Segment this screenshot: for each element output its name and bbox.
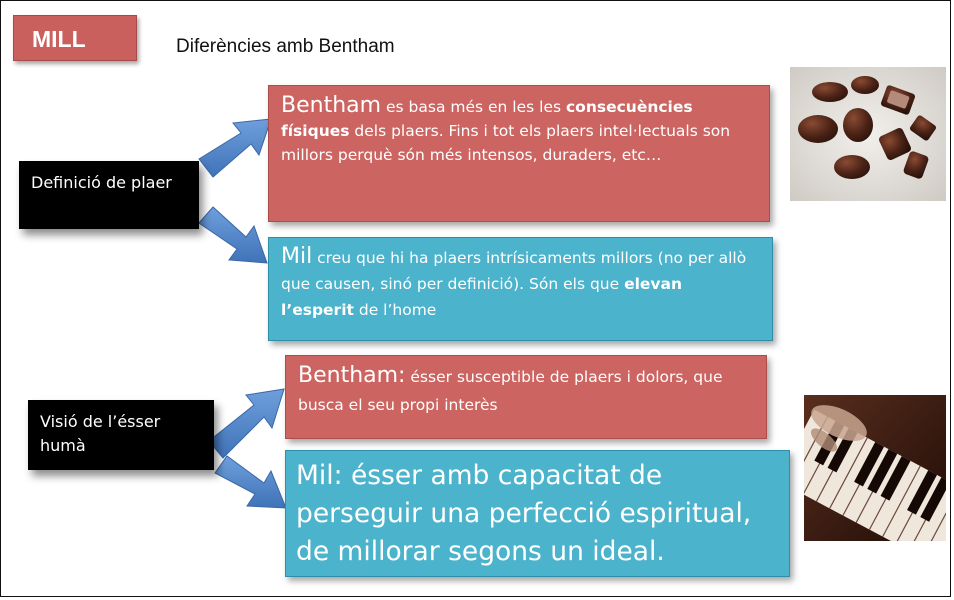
label-pleasure-definition: Definició de plaer [19, 161, 199, 229]
chocolates-illustration [790, 67, 946, 201]
arrow-to-bentham-pleasure [198, 118, 272, 178]
mill-pleasure-box: Mil creu que hi ha plaers intrísicaments… [268, 237, 773, 341]
bentham-pleasure-text-2: dels plaers. Fins i tot els plaers intel… [281, 122, 731, 164]
mill-pleasure-text-1: creu que hi ha plaers intrísicaments mil… [281, 249, 747, 293]
mill-pleasure-bold: elevan l’esperit [281, 275, 683, 319]
mill-human-box: Mil: ésser amb capacitat de perseguir un… [285, 450, 790, 577]
bentham-pleasure-box: Bentham es basa més en les les consecuèn… [268, 85, 770, 222]
bentham-human-lead: Bentham: [298, 363, 406, 388]
label-human-vision: Visió de l’ésser humà [28, 400, 214, 470]
section-tag: MILL [13, 15, 137, 61]
mill-human-text: Mil: ésser amb capacitat de perseguir un… [296, 460, 752, 567]
arrow-to-mill-human [214, 455, 287, 509]
arrow-to-mill-pleasure [198, 206, 268, 264]
bentham-human-text: ésser susceptible de plaers i dolors, qu… [298, 368, 723, 414]
bentham-pleasure-lead: Bentham [281, 93, 382, 118]
chocolates-photo [790, 67, 946, 201]
label-pleasure-definition-text: Definició de plaer [31, 173, 172, 192]
piano-keys-photo [804, 395, 946, 541]
slide-subtitle: Diferències amb Bentham [176, 36, 395, 57]
mill-pleasure-lead: Mil [281, 244, 313, 269]
bentham-human-box: Bentham: ésser susceptible de plaers i d… [285, 355, 767, 439]
mill-pleasure-text-2: de l’home [353, 301, 437, 319]
arrow-to-bentham-human [208, 388, 285, 459]
piano-illustration [804, 395, 946, 541]
bentham-pleasure-text-1: es basa més en les les [381, 98, 566, 116]
bentham-pleasure-bold: consecuències físiques [281, 98, 693, 140]
label-human-vision-text: Visió de l’ésser humà [40, 412, 161, 455]
